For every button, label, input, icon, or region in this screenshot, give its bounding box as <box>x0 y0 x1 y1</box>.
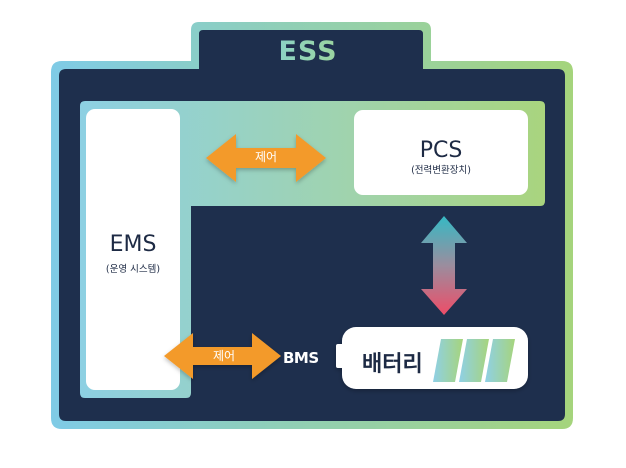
battery-label: 배터리 <box>362 352 423 377</box>
ess-title: ESS <box>228 36 388 67</box>
ems-subtitle: (운영 시스템) <box>105 264 161 275</box>
ems-bms-arrow-label: 제어 <box>212 349 236 363</box>
pcs-battery-arrow <box>421 216 467 315</box>
pcs-title: PCS <box>419 138 463 163</box>
pcs-subtitle: (전력변환장치) <box>411 165 471 176</box>
ems-pcs-arrow <box>206 134 326 182</box>
pcs-box <box>354 110 528 195</box>
ems-pcs-arrow-label: 제어 <box>254 150 278 164</box>
battery-cell-1 <box>433 339 463 382</box>
ems-box <box>86 109 180 390</box>
ems-title: EMS <box>109 232 157 257</box>
battery-cell-3 <box>485 339 515 382</box>
battery-cell-2 <box>459 339 489 382</box>
bms-label: BMS <box>283 349 319 367</box>
ems-bms-arrow <box>164 333 281 379</box>
